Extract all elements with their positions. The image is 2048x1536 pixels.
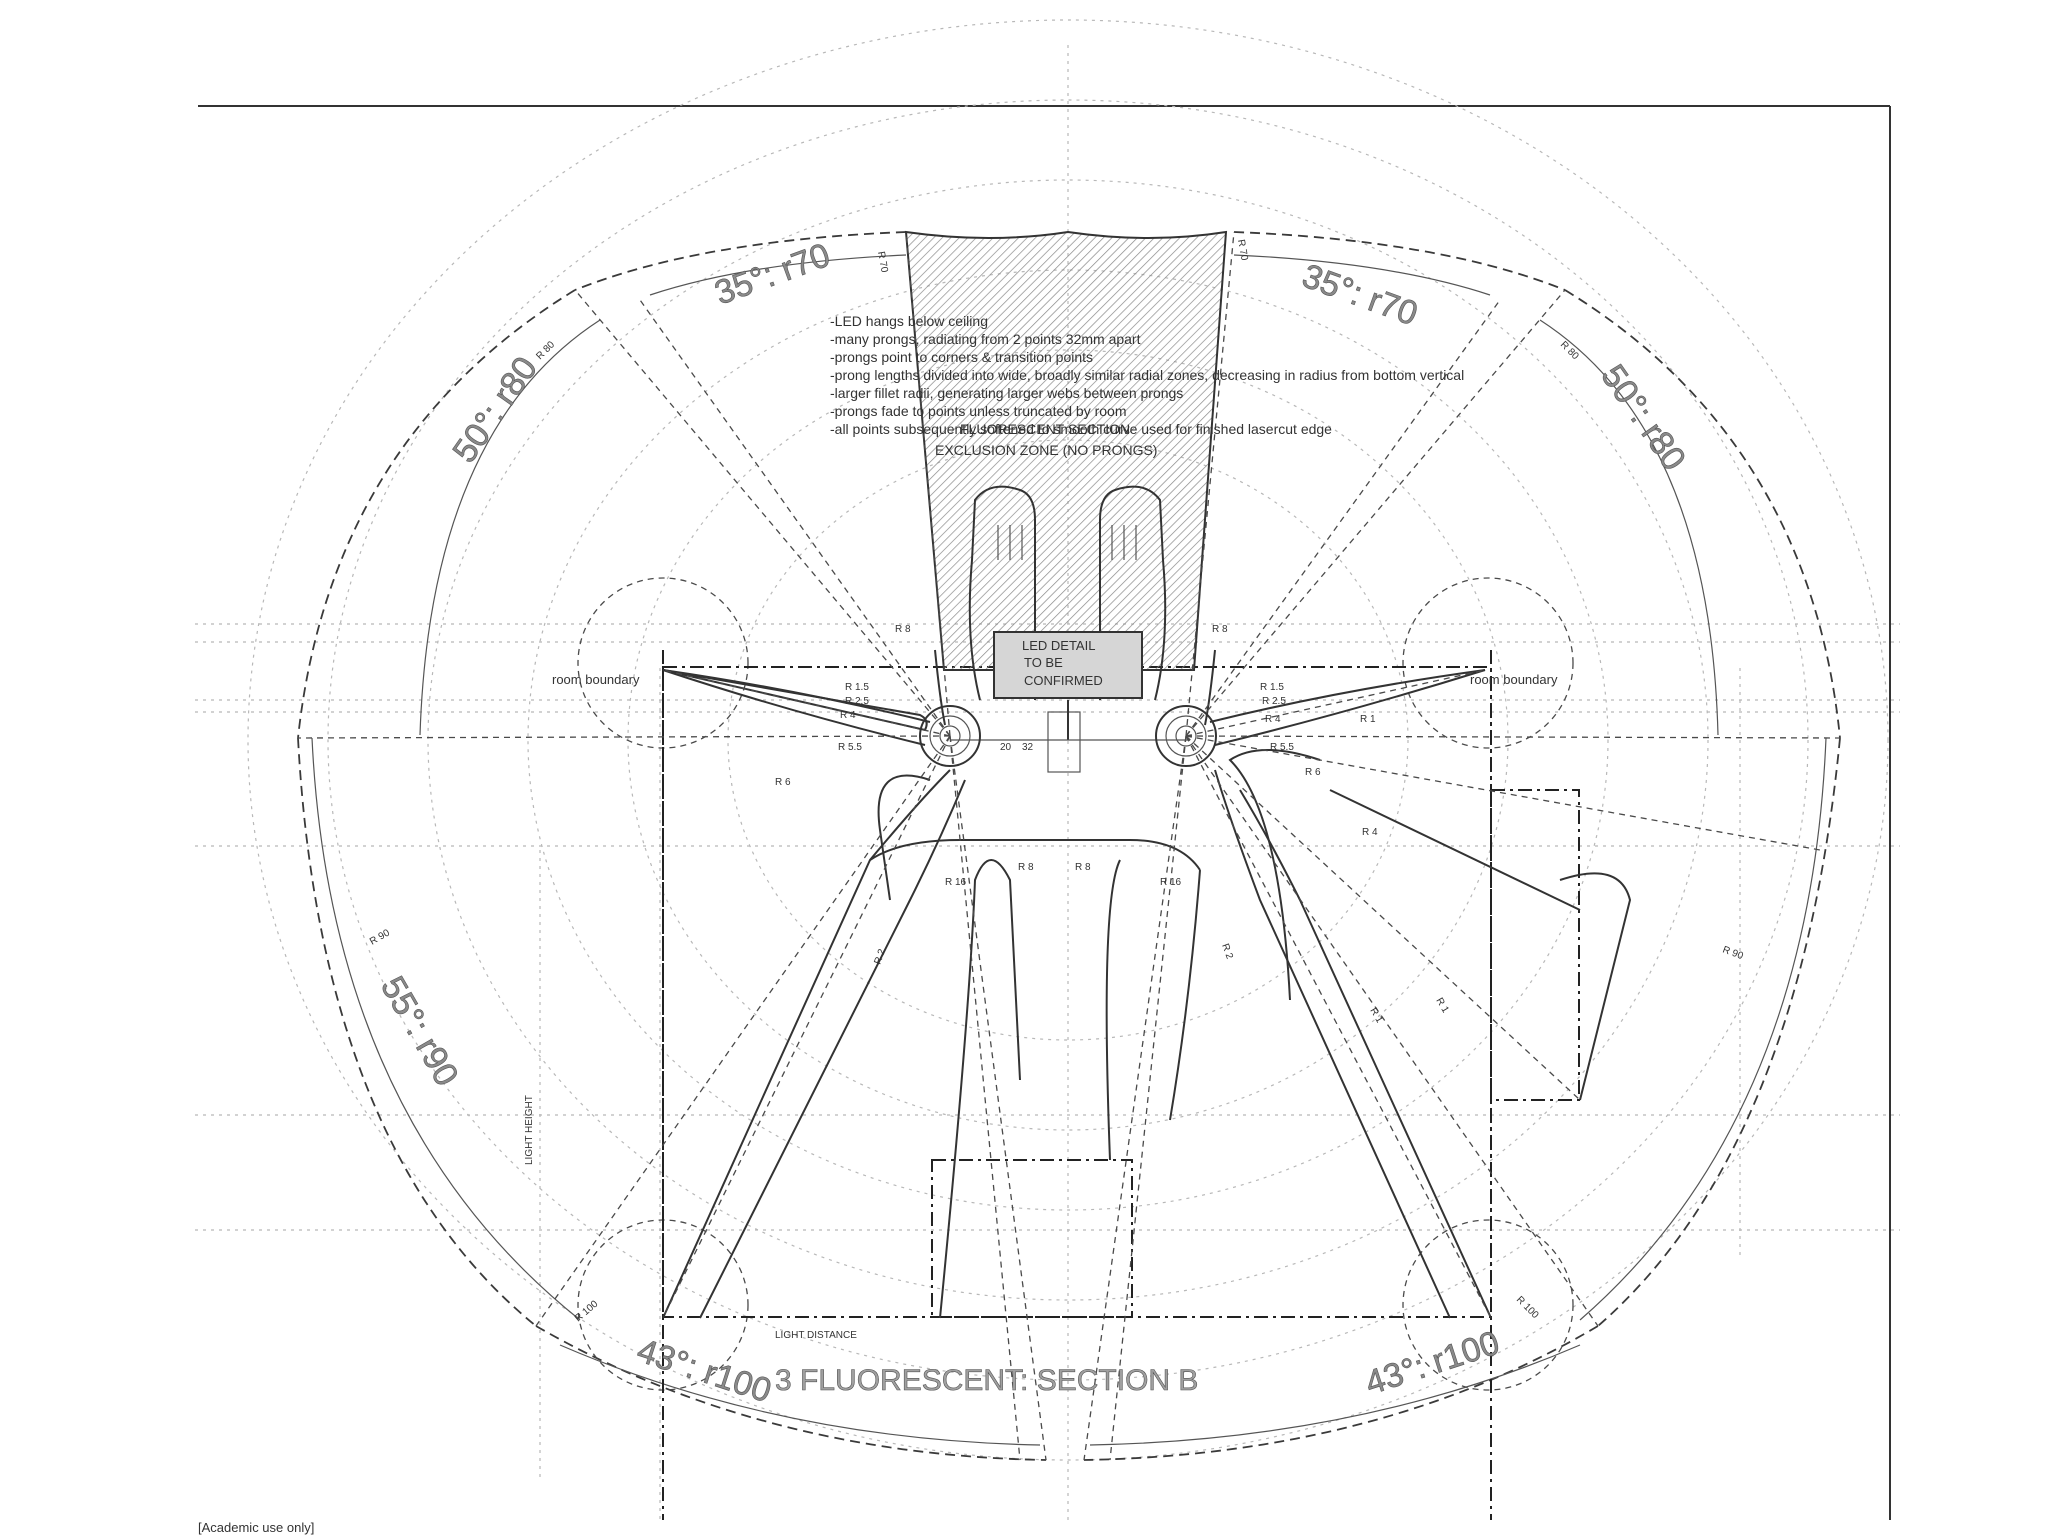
hub-circles	[919, 705, 1217, 767]
fillet-r4-right: R 4	[1265, 714, 1281, 725]
radius-tag-r70-left: R 70	[875, 251, 890, 274]
footer-note: [Academic use only]	[198, 1520, 314, 1535]
design-notes: -LED hangs below ceiling -many prongs, r…	[830, 313, 1464, 437]
fillet-r25-right: R 2.5	[1262, 696, 1286, 707]
dim-32: 32	[1022, 742, 1034, 753]
fillet-r6-left: R 6	[775, 777, 791, 788]
fillet-r8-tl: R 8	[895, 624, 911, 635]
note-line-3: -prongs point to corners & transition po…	[830, 349, 1093, 365]
fillet-r55-right: R 5.5	[1270, 742, 1294, 753]
angle-label-bottom-left: 43°: r100	[633, 1331, 776, 1410]
radius-tag-r80-left: R 80	[534, 339, 557, 362]
radius-tag-r100-left: R 100	[573, 1298, 601, 1324]
fillet-r8-mid-right: R 8	[1075, 862, 1091, 873]
radius-tag-r70-right: R 70	[1235, 239, 1250, 262]
radius-tag-r100-right: R 100	[1514, 1294, 1541, 1321]
fillet-r15-right: R 1.5	[1260, 682, 1284, 693]
radiating-lines	[297, 231, 1841, 1461]
exclusion-zone	[904, 230, 1228, 671]
fillet-labels: R 8 R 8 R 1.5 R 2.5 R 4 R 5.5 R 6 R 1.5 …	[775, 624, 1451, 1025]
fillet-r16-right: R 16	[1160, 877, 1182, 888]
exclusion-label: FLUORESCENT SECTION EXCLUSION ZONE (NO P…	[935, 421, 1157, 458]
fillet-r16-left: R 16	[945, 877, 967, 888]
fillet-r8-tr: R 8	[1212, 624, 1228, 635]
angle-label-top-right: 35°: r70	[1297, 257, 1422, 334]
section-title: 3 FLUORESCENT: SECTION B	[775, 1364, 1198, 1397]
fillet-r1-right: R 1	[1360, 714, 1376, 725]
note-line-2: -many prongs, radiating from 2 points 32…	[830, 331, 1141, 347]
fillet-r25-left: R 2.5	[845, 696, 869, 707]
outer-arcs	[297, 231, 1841, 1461]
fillet-r4-left: R 4	[840, 710, 856, 721]
fillet-r4-far-right: R 4	[1362, 827, 1378, 838]
led-detail-line-1: LED DETAIL	[1022, 638, 1095, 653]
prongs-right	[1105, 649, 1632, 1319]
light-distance-label: LIGHT DISTANCE	[775, 1330, 857, 1341]
led-detail-line-3: CONFIRMED	[1024, 673, 1103, 688]
led-detail-label: LED DETAIL TO BE CONFIRMED	[1022, 638, 1103, 688]
note-line-5: -larger fillet radii, generating larger …	[830, 385, 1183, 401]
led-detail-box	[950, 631, 1190, 773]
led-detail-line-2: TO BE	[1024, 655, 1063, 670]
angle-label-bottom-right: 43°: r100	[1361, 1324, 1504, 1403]
angle-label-top-left: 35°: r70	[710, 236, 835, 313]
exclusion-line-1: FLUORESCENT SECTION	[960, 421, 1130, 437]
note-line-1: -LED hangs below ceiling	[830, 313, 988, 329]
note-line-7: -all points subsequently softened to smo…	[830, 421, 1332, 437]
fillet-r15-left: R 1.5	[845, 682, 869, 693]
angle-label-mid-left: 55°: r90	[373, 970, 466, 1092]
radius-tag-r90-left: R 90	[368, 927, 392, 947]
radius-tag-r90-right: R 90	[1721, 944, 1745, 962]
fillet-r2-right: R 2	[1219, 942, 1235, 961]
construction-lines	[195, 45, 1900, 1520]
dim-20: 20	[1000, 742, 1012, 753]
angle-label-upper-left: 50°: r80	[445, 350, 545, 470]
radius-tag-r80-right: R 80	[1558, 339, 1581, 362]
angle-label-upper-right: 50°: r80	[1593, 358, 1693, 478]
room-boundary-label-left: room boundary	[552, 672, 640, 687]
room-boundary-label-right: room boundary	[1470, 672, 1558, 687]
fillet-r6-right: R 6	[1305, 767, 1321, 778]
note-line-6: -prongs fade to points unless truncated …	[830, 403, 1127, 419]
light-height-label: LIGHT HEIGHT	[524, 1095, 535, 1165]
exclusion-line-2: EXCLUSION ZONE (NO PRONGS)	[935, 442, 1157, 458]
note-line-4: -prong lengths divided into wide, broadl…	[830, 367, 1464, 383]
fillet-r1-low-a: R 1	[1367, 1006, 1385, 1025]
fluorescent-tubes	[968, 485, 1167, 701]
sheet-border	[198, 105, 1891, 1520]
fillet-r8-mid-left: R 8	[1018, 862, 1034, 873]
fillet-r1-low-b: R 1	[1433, 996, 1451, 1015]
fillet-r55-left: R 5.5	[838, 742, 862, 753]
fillet-r2-left: R 2	[872, 947, 888, 966]
